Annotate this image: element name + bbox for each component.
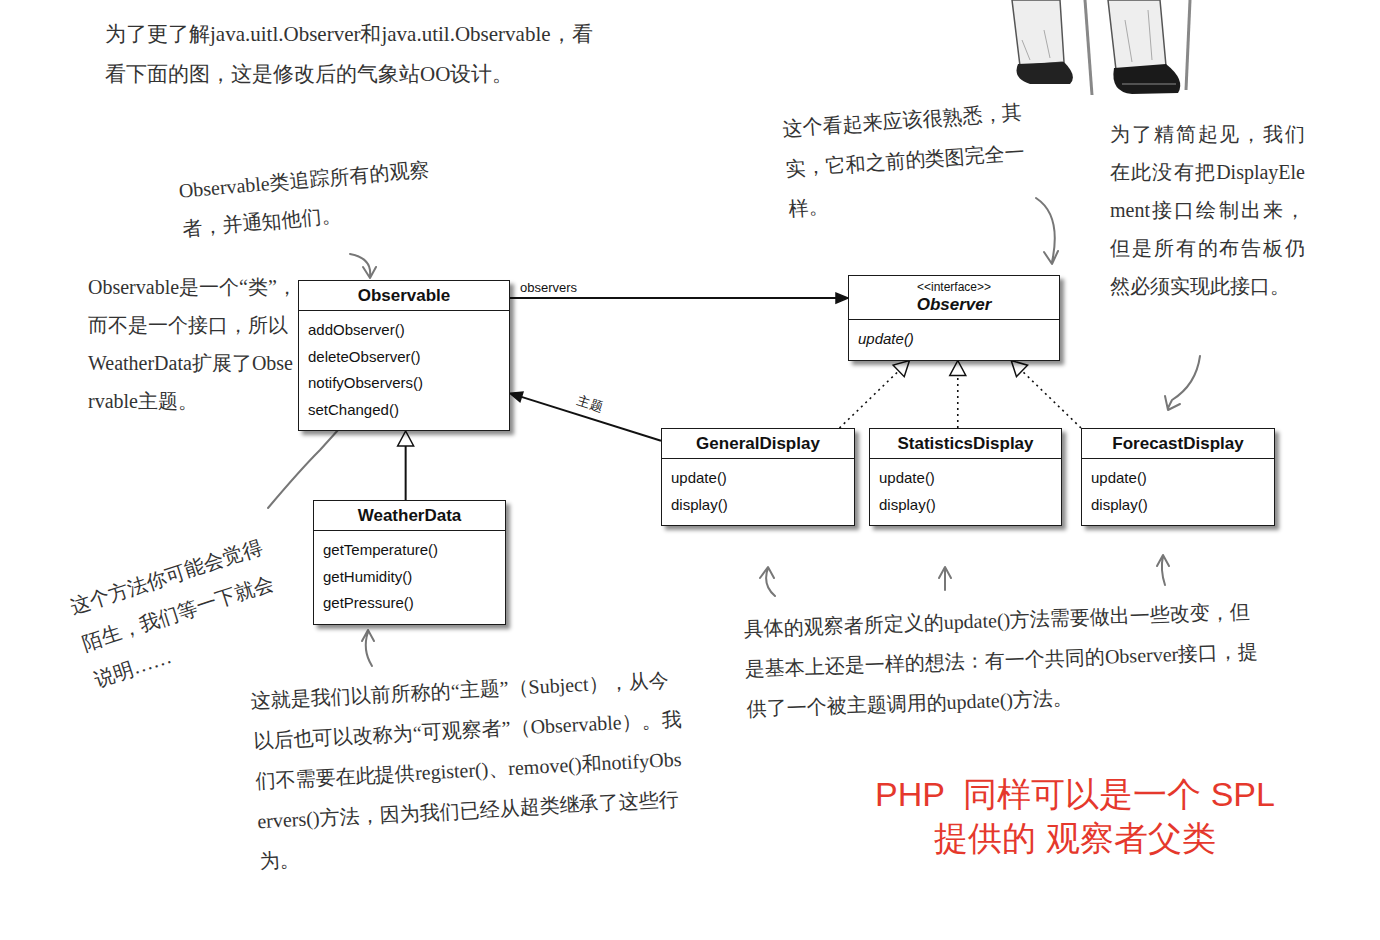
class-box: <<interface>>Observer update() (848, 275, 1060, 361)
class-header: WeatherData (314, 501, 505, 531)
method-name: getPressure() (323, 590, 496, 617)
method-name: update() (879, 465, 1052, 492)
class-name: ForecastDisplay (1090, 433, 1266, 455)
class-box: StatisticsDisplay update()display() (869, 428, 1062, 526)
realization-connector (950, 361, 966, 429)
method-name: getTemperature() (323, 537, 496, 564)
leader-arrow (1165, 356, 1200, 410)
person-legs (1012, 0, 1190, 95)
arrowhead (836, 293, 848, 303)
pant-leg (1012, 0, 1064, 66)
inheritance-triangle (950, 361, 966, 376)
class-name: Observable (307, 285, 501, 307)
association-connector (398, 431, 414, 500)
annotation-note: Observable是一个“类”，而不是一个接口，所以WeatherData扩展… (88, 268, 298, 420)
stereotype: <<interface>> (857, 280, 1051, 294)
class-name: Observer (857, 294, 1051, 316)
annotation-note: 这就是我们以前所称的“主题”（Subject），从今以后也可以改称为“可观察者”… (250, 659, 690, 881)
method-name: update() (858, 326, 1050, 353)
leader-arrow (362, 630, 374, 666)
class-header: ForecastDisplay (1082, 429, 1274, 459)
annotation-note: 具体的观察者所定义的update()方法需要做出一些改变，但是基本上还是一样的想… (743, 591, 1262, 729)
inheritance-triangle (893, 361, 909, 377)
highlight-note: PHP 同样可以是一个 SPL 提供的 观察者父类 (870, 772, 1280, 860)
class-header: StatisticsDisplay (870, 429, 1061, 459)
annotation-note: 为了更了解java.uitl.Observer和java.util.Observ… (105, 14, 605, 94)
leader-arrow (939, 567, 951, 590)
method-name: getHumidity() (323, 564, 496, 591)
connector-line (957, 376, 959, 429)
class-body: update()display() (870, 459, 1061, 525)
class-name: WeatherData (322, 505, 497, 527)
class-box: WeatherData getTemperature()getHumidity()… (313, 500, 506, 625)
method-name: setChanged() (308, 397, 500, 424)
annotation-note: 这个方法你可能会觉得陌生，我们等一下就会说明…… (65, 528, 290, 698)
method-name: update() (1091, 465, 1265, 492)
annotation-note: 为了精简起见，我们在此没有把DisplayElement接口绘制出来，但是所有的… (1110, 115, 1305, 305)
method-name: deleteObserver() (308, 344, 500, 371)
leader-arrow (1157, 555, 1169, 585)
method-name: display() (671, 492, 845, 519)
annotation-note: Observable类追踪所有的观察者，并通知他们。 (177, 148, 453, 247)
realization-connector (839, 361, 909, 429)
method-name: update() (671, 465, 845, 492)
method-name: display() (1091, 492, 1265, 519)
chair-leg (1085, 0, 1092, 95)
class-header: GeneralDisplay (662, 429, 854, 459)
arrowhead (510, 392, 523, 402)
shoe-sole (1122, 83, 1176, 85)
connector-line (839, 371, 898, 428)
class-name: GeneralDisplay (670, 433, 846, 455)
class-body: addObserver()deleteObserver()notifyObser… (299, 311, 509, 430)
chair-leg (1186, 0, 1190, 90)
class-body: update()display() (1082, 459, 1274, 525)
method-name: addObserver() (308, 317, 500, 344)
connector-line (510, 297, 836, 299)
leader-arrow (1036, 198, 1058, 264)
inheritance-triangle (398, 431, 414, 446)
realization-connector (1011, 361, 1081, 429)
class-body: update() (849, 320, 1059, 360)
pant-fold (1022, 30, 1050, 60)
shoe (1113, 64, 1180, 94)
class-box: GeneralDisplay update()display() (661, 428, 855, 526)
class-body: update()display() (662, 459, 854, 525)
method-name: display() (879, 492, 1052, 519)
leader-arrow (760, 567, 775, 596)
association-connector (510, 392, 661, 441)
connector-line (1022, 371, 1081, 428)
pant-leg (1108, 0, 1166, 70)
annotation-note: 这个看起来应该很熟悉，其实，它和之前的类图完全一样。 (781, 91, 1039, 228)
class-name: StatisticsDisplay (878, 433, 1053, 455)
class-box: Observable addObserver()deleteObserver()n… (298, 280, 510, 431)
class-box: ForecastDisplay update()display() (1081, 428, 1275, 526)
shoe (1017, 62, 1073, 84)
class-body: getTemperature()getHumidity()getPressure… (314, 531, 505, 624)
inheritance-triangle (1011, 361, 1027, 377)
class-header: Observable (299, 281, 509, 311)
method-name: notifyObservers() (308, 370, 500, 397)
pant-fold (1125, 10, 1152, 62)
connector-label: 主题 (573, 392, 606, 415)
leader-arrow (350, 254, 376, 278)
connector-line (405, 446, 407, 500)
connector-label: observers (518, 280, 579, 295)
class-header: <<interface>>Observer (849, 276, 1059, 320)
